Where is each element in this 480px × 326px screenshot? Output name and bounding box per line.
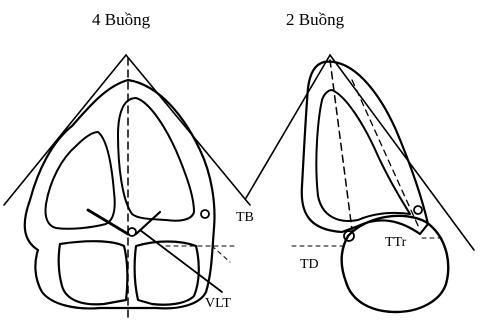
annulus-marker-posterior: [414, 206, 422, 214]
right-ventricle-cavity: [45, 132, 114, 229]
two-chamber-view: [246, 55, 474, 312]
left-ventricle-cavity: [118, 98, 194, 221]
tricuspid-leaflet: [88, 210, 128, 234]
mitral-annulus-marker: [201, 210, 209, 218]
sector-line-left: [4, 55, 126, 205]
scan-axis-line-secondary: [352, 80, 420, 230]
vlt-pointer-line: [140, 230, 222, 292]
four-chamber-view: [4, 55, 250, 322]
right-atrium: [59, 241, 128, 304]
wall-dashed-line: [212, 246, 230, 262]
crux-marker: [128, 228, 136, 236]
left-atrium-chamber: [342, 216, 448, 312]
left-ventricle-cavity: [316, 90, 410, 221]
tb-label: TB: [236, 210, 254, 226]
scan-axis-line: [330, 60, 352, 230]
two-chamber-title: 2 Buồng: [286, 10, 344, 30]
ttr-label: TTr: [385, 235, 406, 251]
td-label: TD: [300, 257, 319, 273]
ventricle-outer-contour: [302, 62, 428, 234]
vlt-label: VLT: [205, 296, 231, 312]
four-chamber-title: 4 Buồng: [92, 10, 150, 30]
